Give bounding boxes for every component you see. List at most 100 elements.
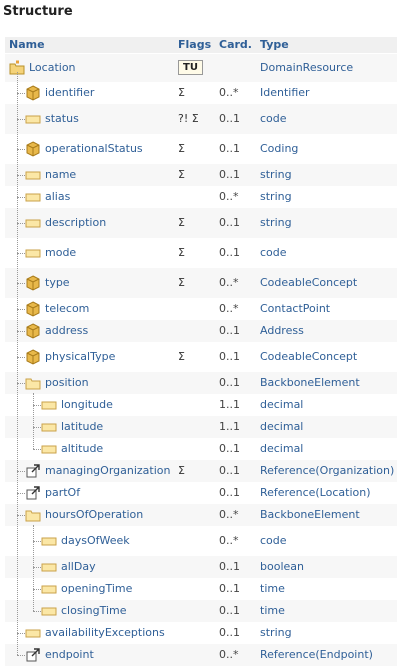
element-icon [25, 510, 41, 522]
tree-connector [33, 427, 41, 428]
element-name: mode [45, 246, 77, 259]
element-cardinality: 0..1 [219, 246, 240, 259]
element-name: Location [29, 61, 76, 74]
header-flags: Flags [178, 38, 212, 51]
element-name: partOf [45, 486, 81, 499]
element-cardinality: 0..* [219, 508, 239, 521]
element-type: time [260, 604, 285, 617]
tree-connector [17, 223, 25, 224]
standards-status-badge: TU [178, 60, 203, 75]
page-title: Structure [3, 4, 73, 19]
element-cardinality: 0..1 [219, 112, 240, 125]
element-type: time [260, 582, 285, 595]
table-row[interactable]: latitude 1..1 decimal [5, 416, 397, 438]
primitive-icon [25, 115, 41, 124]
element-name: description [45, 216, 107, 229]
element-name: latitude [61, 420, 104, 433]
element-name: telecom [45, 302, 90, 315]
element-cardinality: 0..1 [219, 350, 240, 363]
datatype-icon [26, 323, 40, 339]
element-name: availabilityExceptions [45, 626, 165, 639]
tree-connector [17, 331, 25, 332]
header-card: Card. [219, 38, 252, 51]
element-cardinality: 0..1 [219, 582, 240, 595]
primitive-icon [41, 585, 57, 594]
element-cardinality: 0..1 [219, 376, 240, 389]
element-flags: Σ [178, 350, 185, 363]
primitive-icon [25, 193, 41, 202]
tree-connector [33, 589, 41, 590]
element-type: string [260, 168, 292, 181]
element-cardinality: 0..1 [219, 442, 240, 455]
element-name: allDay [61, 560, 96, 573]
element-cardinality: 0..* [219, 86, 239, 99]
element-cardinality: 0..* [219, 648, 239, 661]
tree-connector [17, 493, 25, 494]
element-name: endpoint [45, 648, 94, 661]
element-cardinality: 0..* [219, 190, 239, 203]
element-type: string [260, 190, 292, 203]
element-type: Reference(Organization) [260, 464, 395, 477]
element-name: status [45, 112, 79, 125]
header-type: Type [260, 38, 289, 51]
element-cardinality: 1..1 [219, 420, 240, 433]
element-type: ContactPoint [260, 302, 331, 315]
primitive-icon [41, 537, 57, 546]
element-name: name [45, 168, 77, 181]
tree-connector [17, 197, 25, 198]
element-name: altitude [61, 442, 104, 455]
datatype-icon [26, 275, 40, 291]
element-type: code [260, 246, 287, 259]
tree-connector [17, 471, 25, 472]
element-type: Coding [260, 142, 299, 155]
tree-connector [17, 655, 25, 656]
primitive-icon [25, 219, 41, 228]
datatype-icon [26, 141, 40, 157]
element-cardinality: 0..1 [219, 560, 240, 573]
element-icon [25, 378, 41, 390]
element-flags: Σ [178, 216, 185, 229]
element-type: decimal [260, 420, 304, 433]
element-type: code [260, 112, 287, 125]
tree-connector [17, 149, 25, 150]
datatype-icon [26, 85, 40, 101]
tree-connector [17, 383, 25, 384]
table-row[interactable]: allDay 0..1 boolean [5, 556, 397, 578]
element-type: BackboneElement [260, 508, 360, 521]
tree-connector [17, 633, 25, 634]
element-name: openingTime [61, 582, 133, 595]
element-name: managingOrganization [45, 464, 171, 477]
tree-connector [33, 405, 41, 406]
tree-connector [17, 72, 18, 655]
element-cardinality: 0..1 [219, 604, 240, 617]
table-row[interactable]: openingTime 0..1 time [5, 578, 397, 600]
element-cardinality: 0..1 [219, 168, 240, 181]
reference-icon [26, 486, 40, 500]
reference-icon [26, 464, 40, 478]
element-cardinality: 0..1 [219, 142, 240, 155]
element-type: CodeableConcept [260, 276, 358, 289]
element-type: boolean [260, 560, 304, 573]
